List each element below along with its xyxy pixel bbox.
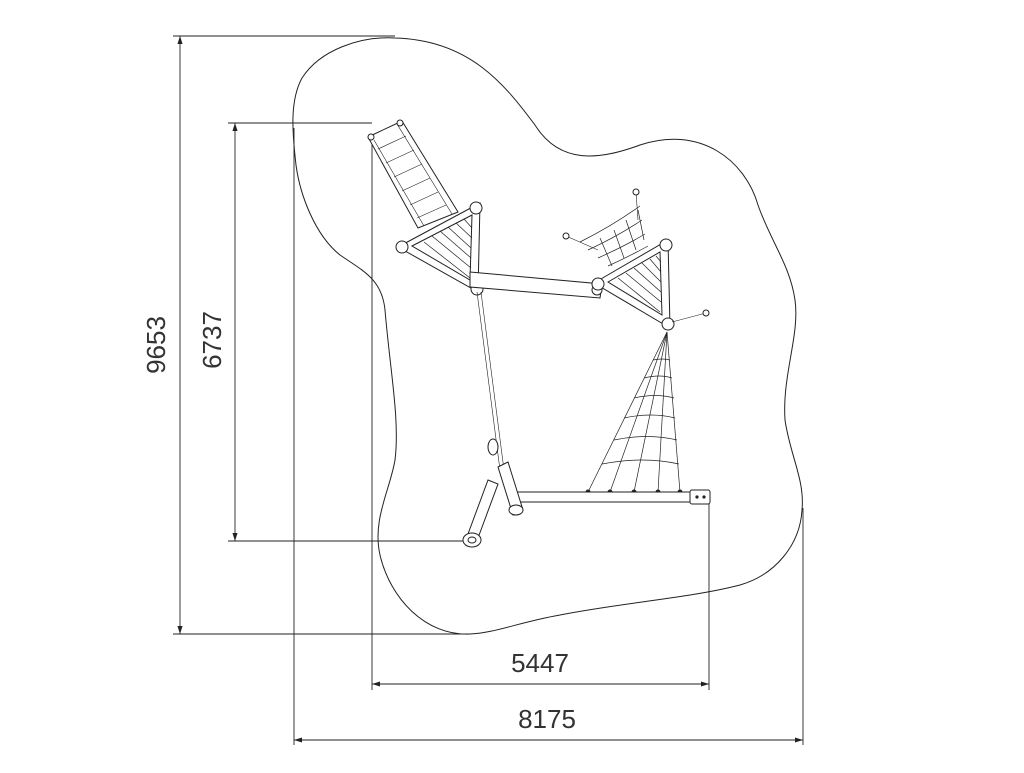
net-ring	[623, 414, 676, 419]
net-rope	[613, 229, 625, 259]
net-rope	[587, 219, 643, 251]
ladder-rung	[377, 135, 407, 150]
left-triangle-inner	[410, 214, 473, 281]
dimension-overall-height: 9653	[141, 35, 470, 635]
right-upper-net	[562, 188, 649, 267]
net-rope	[625, 219, 637, 251]
ground-beam	[511, 491, 701, 503]
net-rope	[599, 237, 613, 267]
ladder-frame	[367, 120, 459, 229]
ladder-rung	[416, 204, 447, 219]
dimension-label-frame-height: 6737	[197, 311, 227, 369]
ladder-bolt	[367, 133, 375, 141]
net-ring	[652, 358, 671, 361]
beam-tube	[469, 271, 603, 299]
safety-zone-outline	[292, 37, 803, 635]
ladder	[367, 119, 459, 229]
dimension-label-overall-height: 9653	[141, 316, 171, 374]
ladder-rung	[401, 177, 431, 192]
right-triangle-joint	[591, 277, 605, 291]
dimension-label-frame-width: 5447	[511, 648, 569, 678]
ladder-rung	[393, 163, 423, 178]
net-anchor-cap	[702, 309, 710, 317]
net-rope	[597, 233, 646, 259]
diagonal-leg	[467, 479, 499, 539]
net-anchor-rod	[671, 312, 707, 323]
net-anchor-cap	[632, 188, 640, 196]
net-radial	[609, 331, 668, 493]
net-ring	[601, 459, 680, 465]
ladder-rung	[409, 191, 439, 206]
net-radial	[666, 331, 681, 493]
foot-anchor-inner	[467, 536, 477, 544]
ladder-rail	[396, 123, 453, 215]
connecting-beam	[469, 271, 603, 299]
upright-post-cap	[508, 504, 524, 516]
right-triangle-inner	[607, 251, 663, 316]
rope-anchor	[487, 438, 499, 456]
net-radial	[587, 331, 668, 493]
bolt	[695, 495, 699, 499]
ground-beam-end	[689, 489, 711, 505]
net-anchor-rod	[635, 191, 639, 221]
left-triangle-joint	[469, 201, 483, 215]
net-anchor-cap	[562, 232, 570, 240]
ladder-rail	[373, 139, 425, 227]
ladder-bolt	[396, 119, 404, 127]
dimension-label-overall-width: 8175	[518, 704, 576, 734]
right-triangle-joint	[661, 317, 675, 331]
net-radial	[633, 331, 668, 493]
left-triangle-platform	[395, 201, 484, 296]
rope-strand	[480, 291, 505, 471]
net-ring	[613, 436, 678, 441]
net-radial	[657, 331, 668, 493]
ladder-rung	[385, 149, 415, 164]
spider-net	[585, 331, 683, 495]
left-triangle-joint	[395, 240, 409, 254]
net-ring	[633, 395, 675, 399]
right-triangle-net	[617, 255, 662, 313]
dimension-frame-width: 5447	[371, 140, 710, 690]
right-triangle-platform	[591, 238, 710, 331]
dimension-frame-height: 6737	[197, 122, 470, 542]
net-ring	[643, 375, 673, 379]
net-rope	[637, 209, 645, 241]
climbing-rope	[476, 291, 505, 471]
dimension-overall-width: 8175	[293, 128, 804, 745]
base-frame	[462, 461, 711, 548]
left-triangle-net	[423, 218, 473, 279]
bolt	[702, 495, 706, 499]
right-triangle-joint	[659, 238, 673, 252]
net-rope	[579, 205, 641, 243]
